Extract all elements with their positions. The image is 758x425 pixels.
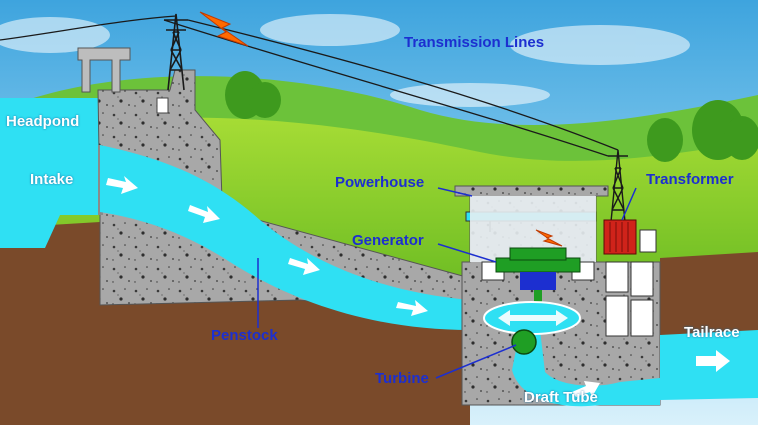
leader-lines: [435, 187, 637, 379]
label-generator: Generator: [352, 232, 424, 249]
label-tailrace: Tailrace: [684, 324, 740, 341]
draft-tube-water: [512, 330, 660, 407]
lightning-bolt-small-icon: [535, 229, 563, 247]
gate-frame: [77, 47, 131, 93]
label-transmission-lines: Transmission Lines: [404, 34, 545, 51]
headpond-water: [0, 98, 100, 248]
label-transformer: Transformer: [646, 171, 734, 188]
label-draft-tube: Draft Tube: [524, 389, 598, 406]
transformer-unit: [603, 219, 637, 255]
label-headpond: Headpond: [6, 113, 80, 130]
control-panels: [605, 229, 657, 337]
ground-right: [660, 252, 758, 340]
flow-arrow-icon: [106, 176, 730, 397]
label-penstock: Penstock: [211, 327, 278, 344]
gatehouse-window: [156, 97, 169, 114]
turbine-flow-arrow: [498, 310, 568, 326]
turbine-runner: [511, 329, 537, 355]
penstock-water: [100, 145, 470, 330]
transmission-wires: [0, 15, 619, 157]
label-turbine: Turbine: [375, 370, 429, 387]
label-intake: Intake: [30, 171, 74, 188]
trees: [225, 71, 758, 162]
transmission-tower-icon: [164, 13, 188, 91]
transformer-fins: [609, 222, 629, 252]
clouds: [0, 14, 690, 107]
label-powerhouse: Powerhouse: [335, 174, 425, 191]
lightning-bolt-icon: [199, 11, 249, 47]
